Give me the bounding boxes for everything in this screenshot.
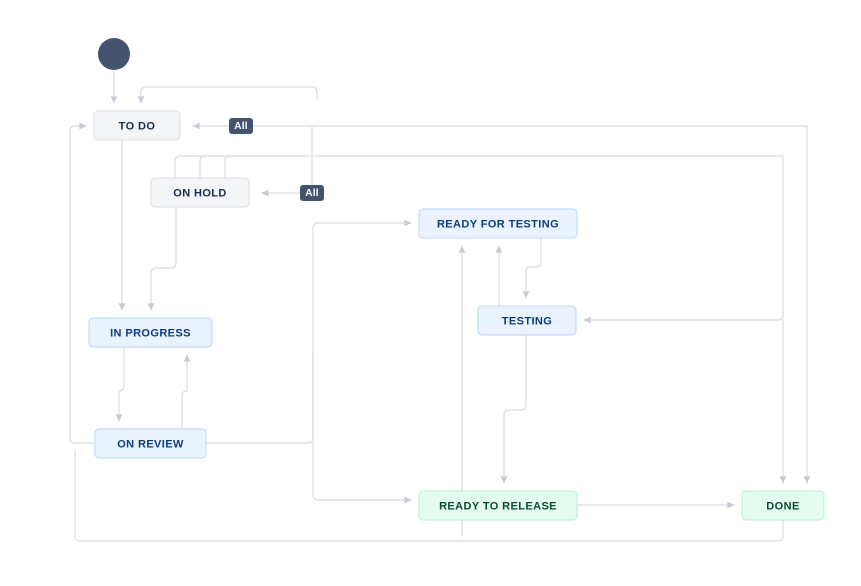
edge-testing-to-ready-to-release [500,334,527,484]
badge-all-onhold-rect[interactable] [300,185,324,201]
node-done[interactable]: DONE [741,490,825,521]
node-done-label: DONE [766,500,799,512]
badges-layer: All All [229,118,324,201]
node-on-review-rect[interactable] [94,428,207,459]
node-testing[interactable]: TESTING [477,305,577,336]
node-todo-rect[interactable] [93,110,181,141]
nodes-layer: TO DO ON HOLD IN PROGRESS ON REVIEW READ… [88,38,825,521]
node-on-hold[interactable]: ON HOLD [150,177,250,208]
edges-layer [69,71,811,542]
badge-all-todo[interactable]: All [229,118,253,134]
node-todo-label: TO DO [119,120,156,132]
edge-rail-onhold-c [224,155,231,179]
node-ready-for-testing-label: READY FOR TESTING [437,218,559,230]
edge-on-review-to-todo [69,122,96,444]
edge-on-review-to-ready-for-testing [205,219,412,444]
node-todo[interactable]: TO DO [93,110,181,141]
node-done-rect[interactable] [741,490,825,521]
badge-all-onhold[interactable]: All [300,185,324,201]
edge-rail-to-ready-to-release [312,350,412,504]
node-testing-label: TESTING [502,315,552,327]
badge-all-todo-rect[interactable] [229,118,253,134]
node-on-hold-rect[interactable] [150,177,250,208]
node-ready-for-testing[interactable]: READY FOR TESTING [418,208,578,239]
edge-ready-for-testing-to-testing [522,237,542,299]
edge-loop-top-into-todo [137,86,318,104]
badge-all-onhold-label: All [305,188,318,199]
start-node[interactable] [98,38,130,70]
node-ready-to-release[interactable]: READY TO RELEASE [418,490,578,521]
node-testing-rect[interactable] [477,305,577,336]
edge-in-progress-to-on-review [115,346,125,422]
node-on-hold-label: ON HOLD [173,187,227,199]
edge-onhold-to-in-progress [147,206,177,311]
edge-right-rail-to-testing [583,155,784,324]
node-in-progress[interactable]: IN PROGRESS [88,317,213,348]
node-ready-for-testing-rect[interactable] [418,208,578,239]
badge-all-todo-label: All [234,121,247,132]
edge-done-to-bottom-rail [74,449,784,542]
node-in-progress-rect[interactable] [88,317,213,348]
edge-rail-onhold-a [174,155,784,179]
edge-on-review-to-in-progress [181,354,191,430]
node-ready-to-release-rect[interactable] [418,490,578,521]
node-on-review[interactable]: ON REVIEW [94,428,207,459]
node-ready-to-release-label: READY TO RELEASE [439,500,557,512]
edge-rail-onhold-b [199,155,206,179]
node-on-review-label: ON REVIEW [117,438,184,450]
node-in-progress-label: IN PROGRESS [110,327,191,339]
